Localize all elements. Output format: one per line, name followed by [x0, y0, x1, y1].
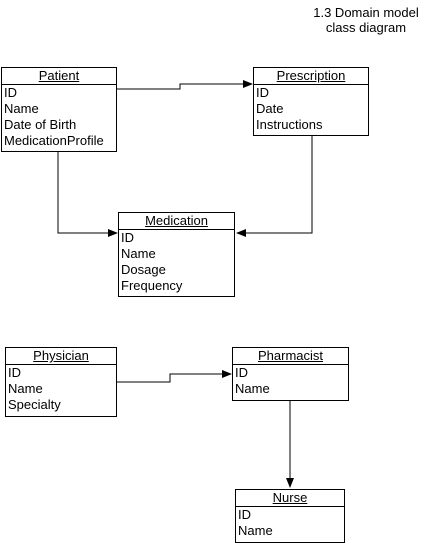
entity-nurse-attributes: ID Name: [236, 507, 344, 539]
entity-attribute: Date of Birth: [4, 117, 77, 132]
connector-physician-pharmacist: [117, 370, 232, 383]
entity-nurse-name: Nurse: [236, 490, 344, 507]
connector-patient-medication: [57, 151, 118, 237]
entity-attribute: MedicationProfile: [4, 133, 104, 148]
entity-attribute: Name: [4, 101, 39, 116]
entity-patient: Patient ID Name Date of Birth Medication…: [1, 67, 117, 152]
connector-prescription-medication: [236, 136, 313, 237]
entity-attribute: Date: [256, 101, 284, 116]
entity-attribute: ID: [4, 85, 17, 100]
entity-attribute: Frequency: [121, 278, 183, 293]
entity-attribute: ID: [8, 365, 21, 380]
connector-patient-prescription: [117, 80, 253, 90]
entity-physician: Physician ID Name Specialty: [5, 347, 117, 417]
entity-attribute: Instructions: [256, 117, 323, 132]
entity-attribute: ID: [235, 365, 248, 380]
entity-prescription-attributes: ID Date Instructions: [254, 85, 368, 133]
entity-prescription-name: Prescription: [254, 68, 368, 85]
entity-patient-name: Patient: [2, 68, 116, 85]
entity-attribute: Name: [8, 381, 43, 396]
entity-attribute: Name: [121, 246, 156, 261]
entity-pharmacist-name: Pharmacist: [233, 348, 348, 365]
entity-medication: Medication ID Name Dosage Frequency: [118, 212, 235, 297]
entity-medication-name: Medication: [119, 213, 234, 230]
diagram-title-line-2: class diagram: [325, 20, 407, 35]
entity-attribute: ID: [256, 85, 269, 100]
entity-pharmacist-attributes: ID Name: [233, 365, 348, 397]
entity-attribute: ID: [238, 507, 251, 522]
entity-pharmacist: Pharmacist ID Name: [232, 347, 349, 401]
entity-attribute: ID: [121, 230, 134, 245]
diagram-title: 1.3 Domain model class diagram: [300, 5, 432, 35]
entity-attribute: Name: [238, 523, 273, 538]
entity-attribute: Dosage: [121, 262, 166, 277]
diagram-title-line-1: 1.3 Domain model: [313, 5, 419, 20]
entity-attribute: Specialty: [8, 397, 61, 412]
entity-medication-attributes: ID Name Dosage Frequency: [119, 230, 234, 294]
entity-prescription: Prescription ID Date Instructions: [253, 67, 369, 136]
entity-physician-name: Physician: [6, 348, 116, 365]
entity-nurse: Nurse ID Name: [235, 489, 345, 543]
entity-physician-attributes: ID Name Specialty: [6, 365, 116, 413]
entity-patient-attributes: ID Name Date of Birth MedicationProfile: [2, 85, 116, 149]
entity-attribute: Name: [235, 381, 270, 396]
